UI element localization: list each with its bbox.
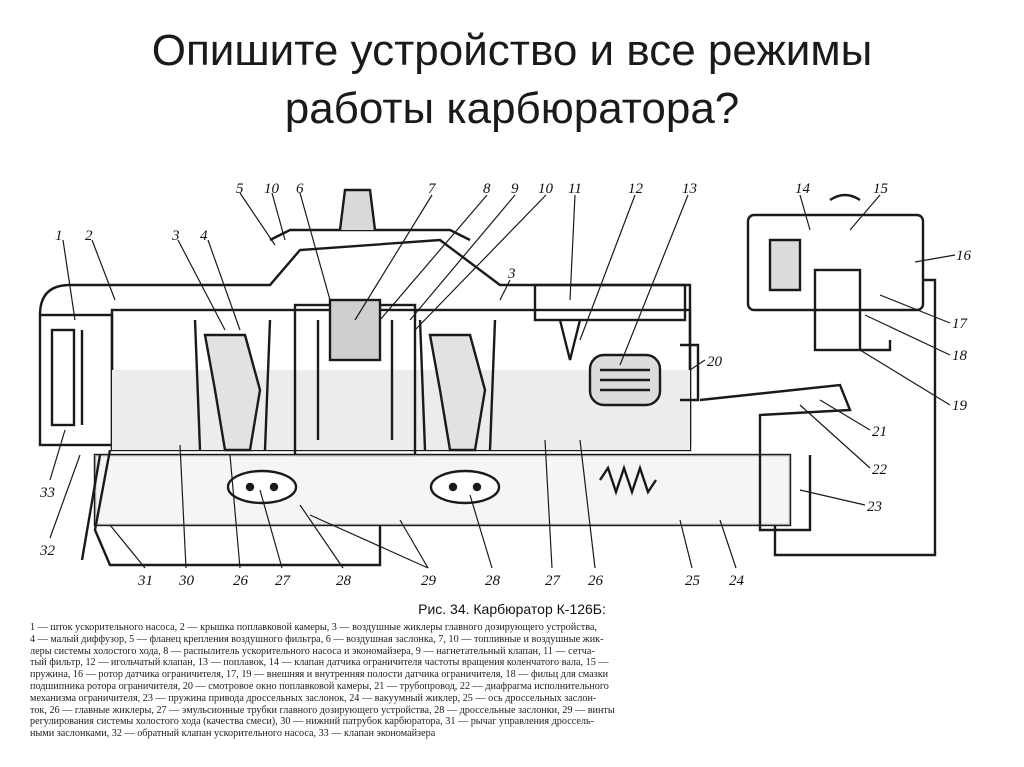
- accelerator-pump: [38, 313, 114, 447]
- callout-4: 4: [200, 228, 208, 244]
- sight-window: [680, 343, 700, 402]
- callout-15: 15: [873, 181, 889, 197]
- callout-31: 31: [137, 573, 153, 589]
- callout-2: 2: [85, 228, 93, 244]
- legend-line: 1 — шток ускорительного насоса, 2 — крыш…: [30, 622, 597, 633]
- fuel-inlet-filter: [533, 283, 687, 322]
- figure-legend: 1 — шток ускорительного насоса, 2 — крыш…: [30, 622, 994, 740]
- legend-line: регулирования системы холостого хода (ка…: [30, 716, 595, 728]
- legend-line: подшипника ротора ограничителя, 20 — смо…: [30, 680, 609, 692]
- callout-9: 9: [511, 181, 519, 197]
- air-filter-flange: [269, 228, 471, 242]
- callout-5: 5: [236, 181, 244, 197]
- callout-22: 22: [872, 462, 888, 478]
- callout-29: 29: [421, 573, 437, 589]
- callout-8: 8: [483, 181, 491, 197]
- callout-26b: 26: [588, 573, 604, 589]
- callout-33: 33: [39, 485, 55, 501]
- callout-23: 23: [867, 499, 882, 515]
- title-line-1: Опишите устройство и все режимы: [151, 26, 873, 75]
- callout-10a: 10: [264, 181, 280, 197]
- callout-7: 7: [428, 181, 437, 197]
- small-diffuser-left: [203, 333, 262, 452]
- callout-3: 3: [171, 228, 180, 244]
- callout-32: 32: [39, 543, 56, 559]
- callout-25: 25: [685, 573, 701, 589]
- callout-17: 17: [952, 316, 969, 332]
- throttle-spring: [599, 464, 657, 496]
- limiter-sensor: [746, 213, 925, 312]
- callout-28a: 28: [336, 573, 352, 589]
- callout-20: 20: [707, 354, 723, 370]
- figure-caption: Рис. 34. Карбюратор К-126Б:: [418, 601, 606, 617]
- legend-line: ными заслонками, 32 — обратный клапан ус…: [30, 728, 436, 740]
- callout-27a: 27: [275, 573, 292, 589]
- legend-line: леры системы холостого хода, 8 — распыли…: [30, 645, 595, 657]
- callout-3b: 3: [507, 266, 516, 282]
- callout-28b: 28: [485, 573, 501, 589]
- callout-19: 19: [952, 398, 968, 414]
- callout-24: 24: [729, 573, 745, 589]
- callout-14: 14: [795, 181, 811, 197]
- callout-12: 12: [628, 181, 644, 197]
- callout-13: 13: [682, 181, 697, 197]
- carburetor-diagram: 1 2 3 4 5 10 6 7 8 9 10 3 11 12 13 14 15…: [38, 181, 972, 589]
- pipe: [773, 278, 937, 557]
- legend-line: тый фильтр, 12 — игольчатый клапан, 13 —…: [30, 657, 609, 669]
- callout-26a: 30: [178, 573, 195, 589]
- callout-16: 16: [956, 248, 972, 264]
- callout-1: 1: [55, 228, 63, 244]
- throttle-valve-left: [226, 469, 298, 505]
- callout-27b: 27: [545, 573, 562, 589]
- callout-18: 18: [952, 348, 968, 364]
- float-chamber-cover: [38, 238, 692, 445]
- callout-6: 6: [296, 181, 304, 197]
- legend-line: пружина, 16 — ротор датчика ограничителя…: [30, 669, 609, 681]
- title-line-2: работы карбюратора?: [284, 84, 740, 133]
- legend-line: 4 — малый диффузор, 5 — фланец крепления…: [30, 633, 604, 645]
- callout-10b: 10: [538, 181, 554, 197]
- callout-30: 26: [233, 573, 249, 589]
- callout-11: 11: [568, 181, 582, 197]
- throttle-valve-right: [429, 469, 501, 505]
- page-title: Опишите устройство и все режимы работы к…: [0, 22, 1024, 138]
- small-diffuser-right: [428, 333, 487, 452]
- governor-actuator: [699, 383, 852, 532]
- legend-line: ток, 26 — главные жиклеры, 27 — эмульсио…: [30, 704, 615, 716]
- callout-21: 21: [872, 424, 887, 440]
- legend-line: механизма ограничителя, 23 — пружина при…: [30, 692, 597, 704]
